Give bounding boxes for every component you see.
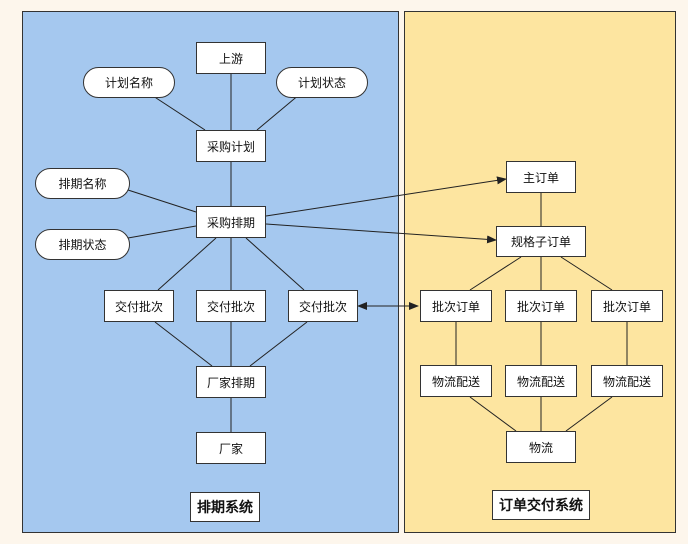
node-logistics-delivery-2: 物流配送: [505, 365, 577, 397]
edge-plan-status-purchase-plan: [256, 93, 301, 131]
node-batch-order-3: 批次订单: [591, 290, 663, 322]
node-vendor-schedule: 厂家排期: [196, 366, 266, 398]
node-schedule-status: 排期状态: [35, 229, 130, 260]
edge-batch-1-vendor-schedule: [154, 321, 213, 367]
edge-purchase-schedule-batch-3: [245, 237, 305, 291]
order-delivery-system-label: 订单交付系统: [492, 490, 590, 520]
node-purchase-plan: 采购计划: [196, 130, 266, 162]
node-logistics: 物流: [506, 431, 576, 463]
node-delivery-batch-3: 交付批次: [288, 290, 358, 322]
node-plan-status: 计划状态: [276, 67, 368, 98]
node-delivery-batch-2: 交付批次: [196, 290, 266, 322]
edge-batch-3-vendor-schedule: [249, 321, 308, 367]
edge-spec-sub-order-batch-order-1: [469, 256, 522, 291]
node-upstream: 上游: [196, 42, 266, 74]
arrow-purchase-schedule-spec-sub-order: [265, 223, 497, 244]
edge-logistics-delivery-1-logistics: [469, 396, 517, 432]
edge-logistics-delivery-3-logistics: [565, 396, 613, 432]
node-vendor: 厂家: [196, 432, 266, 464]
edge-spec-sub-order-batch-order-3: [560, 256, 613, 291]
node-schedule-name: 排期名称: [35, 168, 130, 199]
scheduling-system-label: 排期系统: [190, 492, 260, 522]
edge-purchase-schedule-batch-1: [157, 237, 217, 291]
node-batch-order-2: 批次订单: [505, 290, 577, 322]
edge-schedule-status-purchase-schedule: [127, 225, 197, 239]
edge-plan-name-purchase-plan: [149, 93, 206, 131]
node-purchase-schedule: 采购排期: [196, 206, 266, 238]
node-main-order: 主订单: [506, 161, 576, 193]
node-logistics-delivery-1: 物流配送: [420, 365, 492, 397]
node-logistics-delivery-3: 物流配送: [591, 365, 663, 397]
node-batch-order-1: 批次订单: [420, 290, 492, 322]
node-plan-name: 计划名称: [83, 67, 175, 98]
node-delivery-batch-1: 交付批次: [104, 290, 174, 322]
arrow-purchase-schedule-main-order: [265, 176, 507, 217]
node-spec-sub-order: 规格子订单: [496, 226, 586, 257]
edge-schedule-name-purchase-schedule: [127, 189, 197, 213]
